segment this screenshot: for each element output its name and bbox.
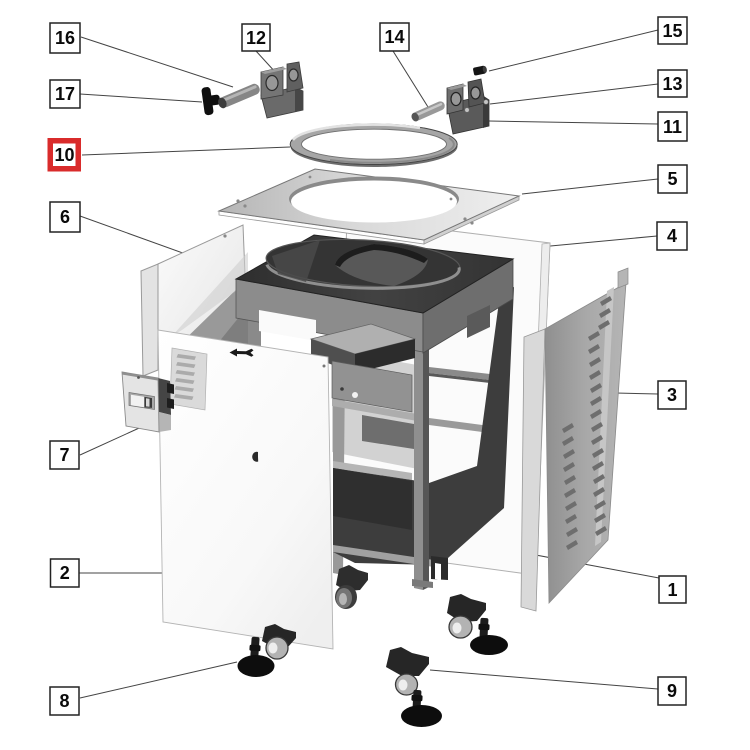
svg-text:7: 7 xyxy=(59,445,69,465)
svg-text:8: 8 xyxy=(59,691,69,711)
svg-text:10: 10 xyxy=(54,145,74,165)
svg-text:5: 5 xyxy=(667,169,677,189)
svg-text:3: 3 xyxy=(667,385,677,405)
svg-text:9: 9 xyxy=(667,681,677,701)
svg-text:14: 14 xyxy=(384,27,404,47)
svg-text:15: 15 xyxy=(662,21,682,41)
svg-text:1: 1 xyxy=(667,580,677,600)
svg-text:2: 2 xyxy=(60,563,70,583)
svg-text:11: 11 xyxy=(663,117,682,137)
svg-text:4: 4 xyxy=(667,226,677,246)
svg-text:12: 12 xyxy=(246,28,266,48)
svg-text:17: 17 xyxy=(55,84,75,104)
svg-text:16: 16 xyxy=(55,28,75,48)
svg-text:13: 13 xyxy=(662,74,682,94)
svg-text:6: 6 xyxy=(60,207,70,227)
